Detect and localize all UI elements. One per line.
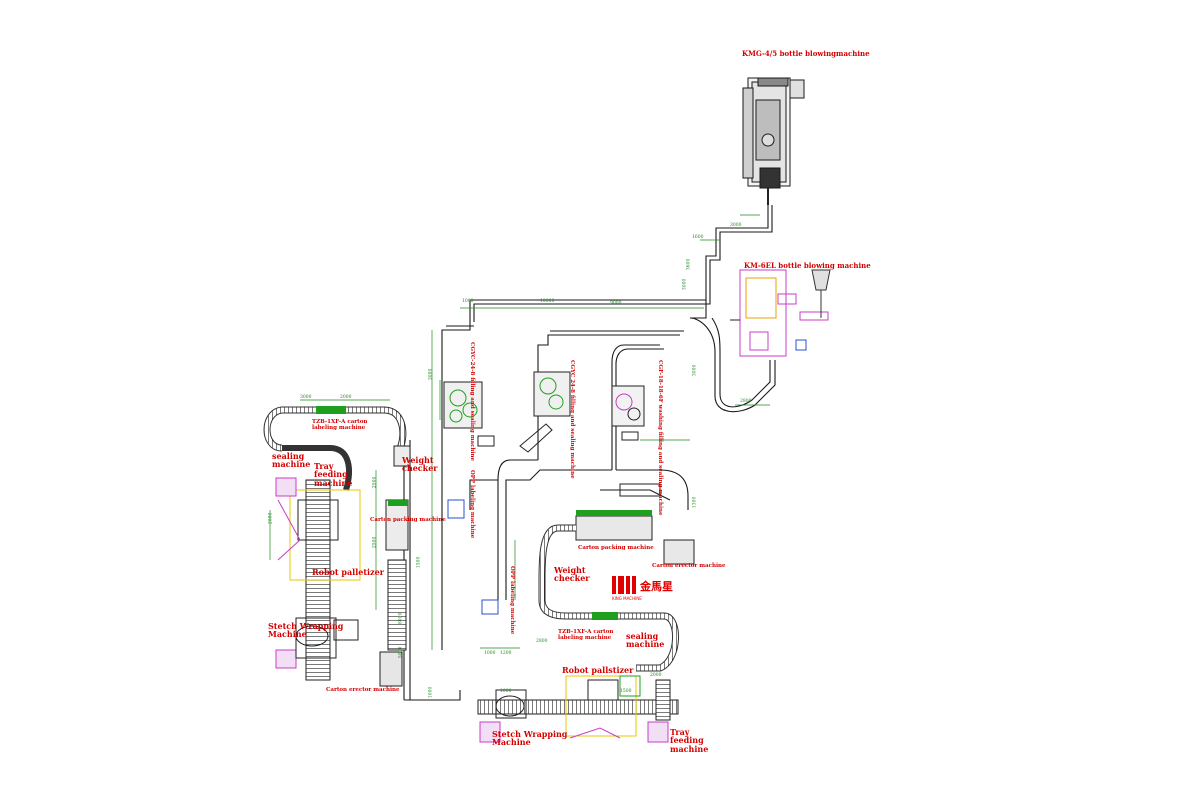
label-km-blowing: KM-6EL bottle blowing machine <box>744 261 871 270</box>
dimension-value: 3000 <box>692 364 698 377</box>
dimension-value: 1500 <box>416 556 422 569</box>
labeling-unit-right <box>592 612 618 620</box>
dimension-value: 2000 <box>268 512 274 525</box>
dimension-value: 1300 <box>692 496 698 509</box>
opp-labelers <box>447 499 499 615</box>
label-carton-labeling-left: TZB-1XF-A carton labeling machine <box>312 419 368 431</box>
label-tray-right: Tray feeding machine <box>670 727 709 754</box>
bottom-palletizer-line <box>477 675 679 743</box>
dimension-value: 3000 <box>428 368 434 381</box>
label-weight-checker-right: Weight checker <box>554 565 590 584</box>
dimension-value: 3000 <box>730 223 742 228</box>
dimension-value: 8000 <box>398 612 404 625</box>
dimension-value: 1000 <box>500 689 512 694</box>
label-stretch-wrapping-right: Stetch Wrapping Machine <box>492 729 568 748</box>
label-opp-labeling-1: OPP labeling machine <box>469 470 475 539</box>
dimension-value: 1600 <box>692 235 704 240</box>
dimension-value: 2000 <box>340 395 352 400</box>
logo-text: 金馬星 <box>640 580 673 593</box>
dimension-value: 1200 <box>500 651 512 656</box>
dimension-value: 1500 <box>620 689 632 694</box>
dimension-value: 3600 <box>686 258 692 271</box>
label-weight-checker-left: Weight checker <box>402 455 438 474</box>
kmg-bottle-blowing-machine <box>742 77 805 205</box>
dimension-value: 2000 <box>650 673 662 678</box>
dimension-value: 1000 <box>484 651 496 656</box>
label-carton-packing-right: Carton packing machine <box>578 545 654 551</box>
label-carton-erector-right: Carton erector machine <box>652 563 726 569</box>
label-kmg-blowing: KMG-4/5 bottle blowingmachine <box>742 49 870 58</box>
dimension-value: 2800 <box>536 639 548 644</box>
label-robot-palletizer-left: Robot palletizer <box>312 567 384 577</box>
label-washing-filling: CGF-18-18-6F washing filling and sealing… <box>657 360 663 516</box>
label-filling-sealing-2: CGYC 24-8 filling and sealing machine <box>569 360 575 479</box>
label-filling-sealing-1: CGYC-24-8 filling and sealing machine <box>469 342 475 462</box>
dimension-lines <box>269 214 770 650</box>
label-carton-erector-left: Carton erector machine <box>326 687 400 693</box>
label-sealing-right: sealing machine <box>626 631 665 650</box>
left-carton-packing <box>379 445 411 687</box>
label-carton-labeling-right: TZB-1XF-A carton labeling machine <box>558 629 614 641</box>
label-sealing-left: sealing machine <box>272 451 311 470</box>
dimension-value: 9000 <box>610 301 622 306</box>
km-bottle-blowing-machine <box>730 269 831 357</box>
labeling-unit-left <box>316 406 346 414</box>
king-machine-logo <box>612 576 636 594</box>
washing-filling-machine <box>611 385 645 441</box>
dimension-value: 2800 <box>740 399 752 404</box>
label-opp-labeling-2: OPP labeling machine <box>509 566 515 635</box>
dimension-value: 2500 <box>372 476 378 489</box>
conveyor-top-section <box>469 205 776 470</box>
logo-subtext: KING MACHINE <box>612 596 642 601</box>
label-carton-packing-left: Carton packing machine <box>370 517 446 523</box>
dimension-value: 5000 <box>398 646 404 659</box>
label-stretch-wrapping-left: Stetch Wrapping Machine <box>268 621 344 640</box>
dimension-value: 3000 <box>682 278 688 291</box>
dimension-value: 2500 <box>372 536 378 549</box>
label-robot-palletizer-right: Robot pallstizer <box>562 665 634 675</box>
filling-machine-1 <box>443 381 495 447</box>
dimension-value: 3000 <box>300 395 312 400</box>
conveyor-right-loop <box>538 524 679 672</box>
label-tray-left: Tray feeding machine <box>314 461 353 488</box>
dimension-value: 1000 <box>462 299 474 304</box>
right-carton-packing <box>575 483 695 565</box>
dimension-value: 10000 <box>540 299 555 304</box>
dimension-value: 1000 <box>428 686 434 699</box>
filling-machine-2 <box>519 371 571 453</box>
left-palletizer-line <box>275 477 361 681</box>
